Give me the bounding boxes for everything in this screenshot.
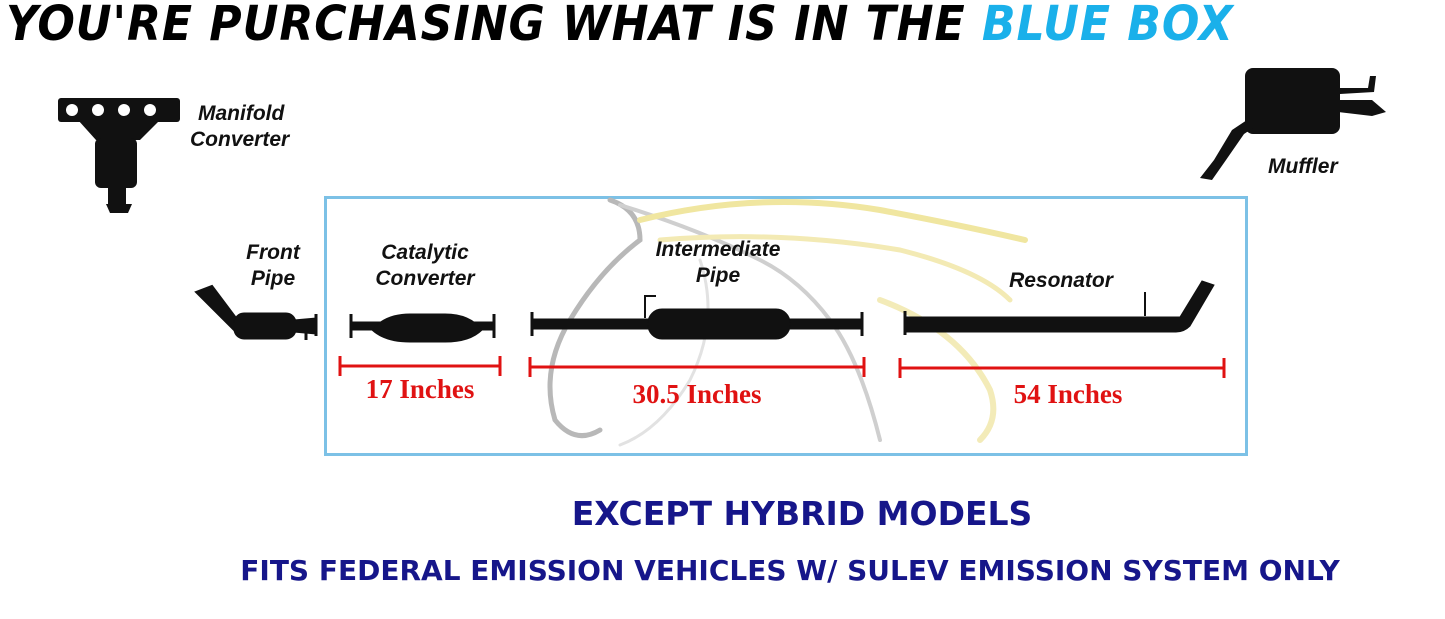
headline-text: YOU'RE PURCHASING WHAT IS IN THE [6,0,982,52]
intermediate-pipe-measure-line [528,357,866,377]
catalytic-converter-icon [349,313,496,343]
intermediate-pipe-label: Intermediate Pipe [620,237,816,289]
measurement-lines [338,356,1226,378]
manifold-converter-label: Manifold Converter [190,101,289,153]
manifold-converter-label-line1: Manifold [198,102,285,125]
manifold-converter-label-line2: Converter [190,128,290,151]
resonator-icon [903,280,1215,335]
front-pipe-label-line2: Pipe [250,267,296,290]
catalytic-converter-length: 17 Inches [365,374,475,404]
catalytic-converter-label: Catalytic Converter [350,240,500,292]
intermediate-pipe-length: 30.5 Inches [632,379,762,409]
manifold-converter-icon [58,98,180,213]
resonator-measure-line [898,358,1226,378]
horse-head-watermark-icon [547,197,1028,447]
except-hybrid-note: EXCEPT HYBRID MODELS [571,494,1033,533]
muffler-icon [1200,68,1386,180]
intermediate-pipe-label-line1: Intermediate [655,238,781,261]
headline-blue-box-text: BLUE BOX [981,0,1234,52]
fitment-note: FITS FEDERAL EMISSION VEHICLES W/ SULEV … [240,554,1340,587]
catalytic-converter-label-line1: Catalytic [381,241,469,264]
catalytic-converter-measure-line [338,356,502,376]
headline: YOU'RE PURCHASING WHAT IS IN THE BLUE BO… [6,0,1331,56]
resonator-label: Resonator [1009,269,1113,292]
intermediate-pipe-label-line2: Pipe [695,264,741,287]
muffler-label: Muffler [1268,155,1338,178]
front-pipe-label: Front Pipe [228,240,318,292]
blue-box [324,196,1248,456]
intermediate-pipe-icon [530,295,864,340]
front-pipe-icon [194,284,318,340]
resonator-length: 54 Inches [1013,379,1123,409]
front-pipe-label-line1: Front [246,241,300,264]
catalytic-converter-label-line2: Converter [375,267,475,290]
